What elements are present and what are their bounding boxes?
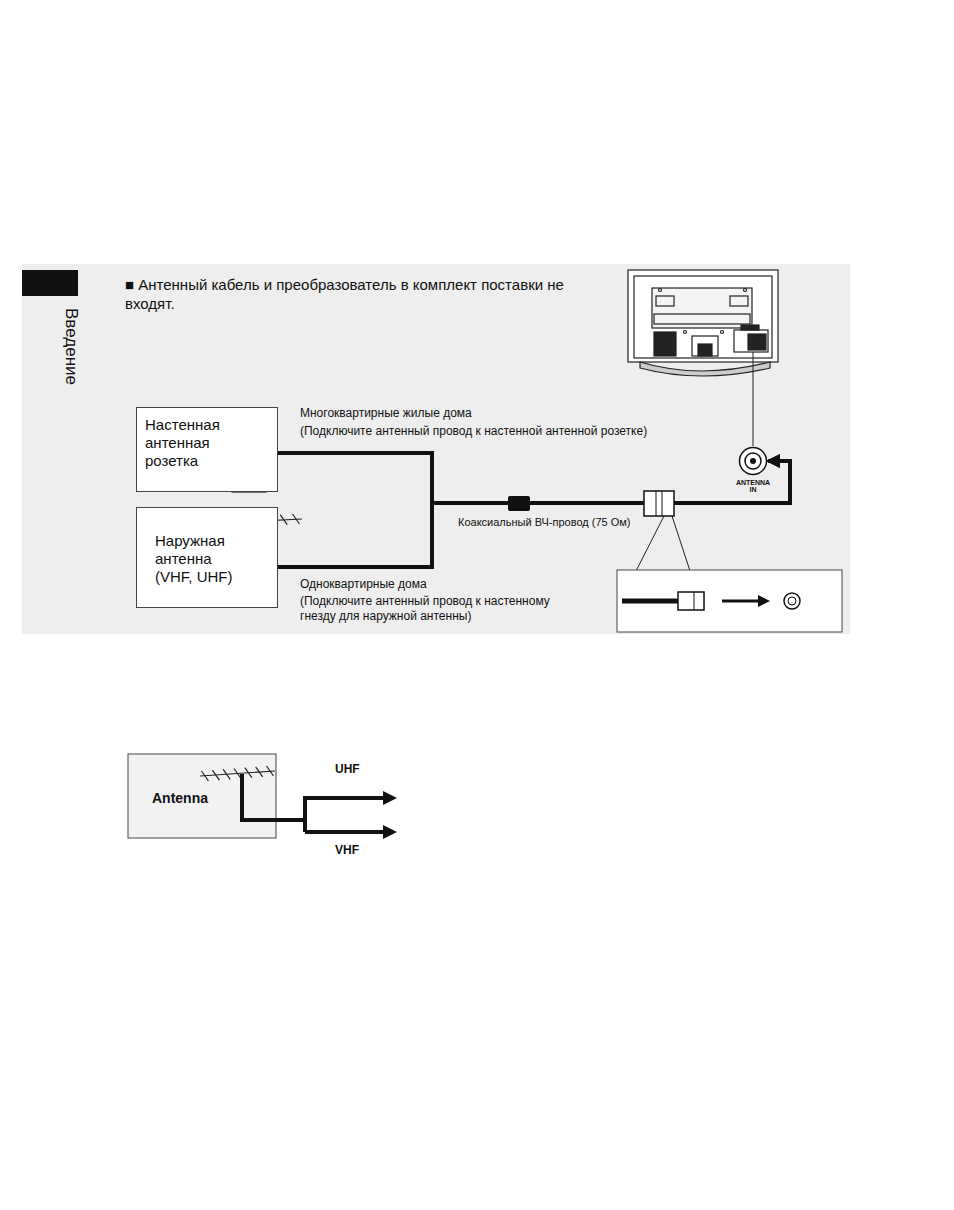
antenna-element bbox=[245, 768, 252, 778]
box-label: Наружная антенна (VHF, UHF) bbox=[155, 532, 245, 586]
antenna-element bbox=[202, 771, 209, 781]
device-box: Antenna bbox=[128, 754, 276, 838]
antenna-element bbox=[256, 767, 263, 777]
section-tab bbox=[22, 270, 78, 296]
antenna-element bbox=[223, 769, 230, 779]
box-label: Настенная антенная розетка bbox=[145, 416, 235, 470]
plug-inset bbox=[617, 516, 842, 632]
coax-plug bbox=[644, 491, 674, 516]
antenna-split bbox=[128, 754, 397, 839]
antenna-element bbox=[293, 514, 300, 524]
installation-case: Одноквартирные дома bbox=[300, 577, 427, 592]
installation-note: (Подключите антенный провод к настенному… bbox=[300, 594, 572, 624]
port-label: ANTENNA IN bbox=[733, 479, 773, 494]
band-label: VHF bbox=[335, 843, 359, 858]
section-title: Введение bbox=[61, 308, 82, 385]
antenna-jack: ANTENNA IN bbox=[738, 446, 768, 476]
band-label: UHF bbox=[335, 762, 360, 777]
antenna-element bbox=[280, 515, 287, 525]
device-box: Наружная антенна (VHF, UHF) bbox=[136, 507, 278, 608]
box-label: Antenna bbox=[152, 790, 222, 807]
installation-case: Многоквартирные жилые дома bbox=[300, 406, 472, 421]
antenna-element bbox=[267, 766, 274, 776]
coax-cable bbox=[278, 453, 790, 503]
cable-spec: Коаксиальный ВЧ-провод (75 Ом) bbox=[458, 516, 631, 530]
coax-cable bbox=[278, 461, 790, 567]
tv-rear bbox=[628, 270, 778, 446]
antenna-element bbox=[212, 770, 219, 780]
jack-symbol bbox=[738, 446, 768, 476]
panel-ground bbox=[22, 264, 850, 634]
installation-note: (Подключите антенный провод к настенной … bbox=[300, 424, 647, 439]
ferrite-core bbox=[508, 496, 530, 511]
note: ■ Антенный кабель и преобразователь в ко… bbox=[125, 276, 595, 314]
device-box: Настенная антенная розетка bbox=[136, 407, 278, 492]
antenna-element bbox=[234, 769, 241, 779]
